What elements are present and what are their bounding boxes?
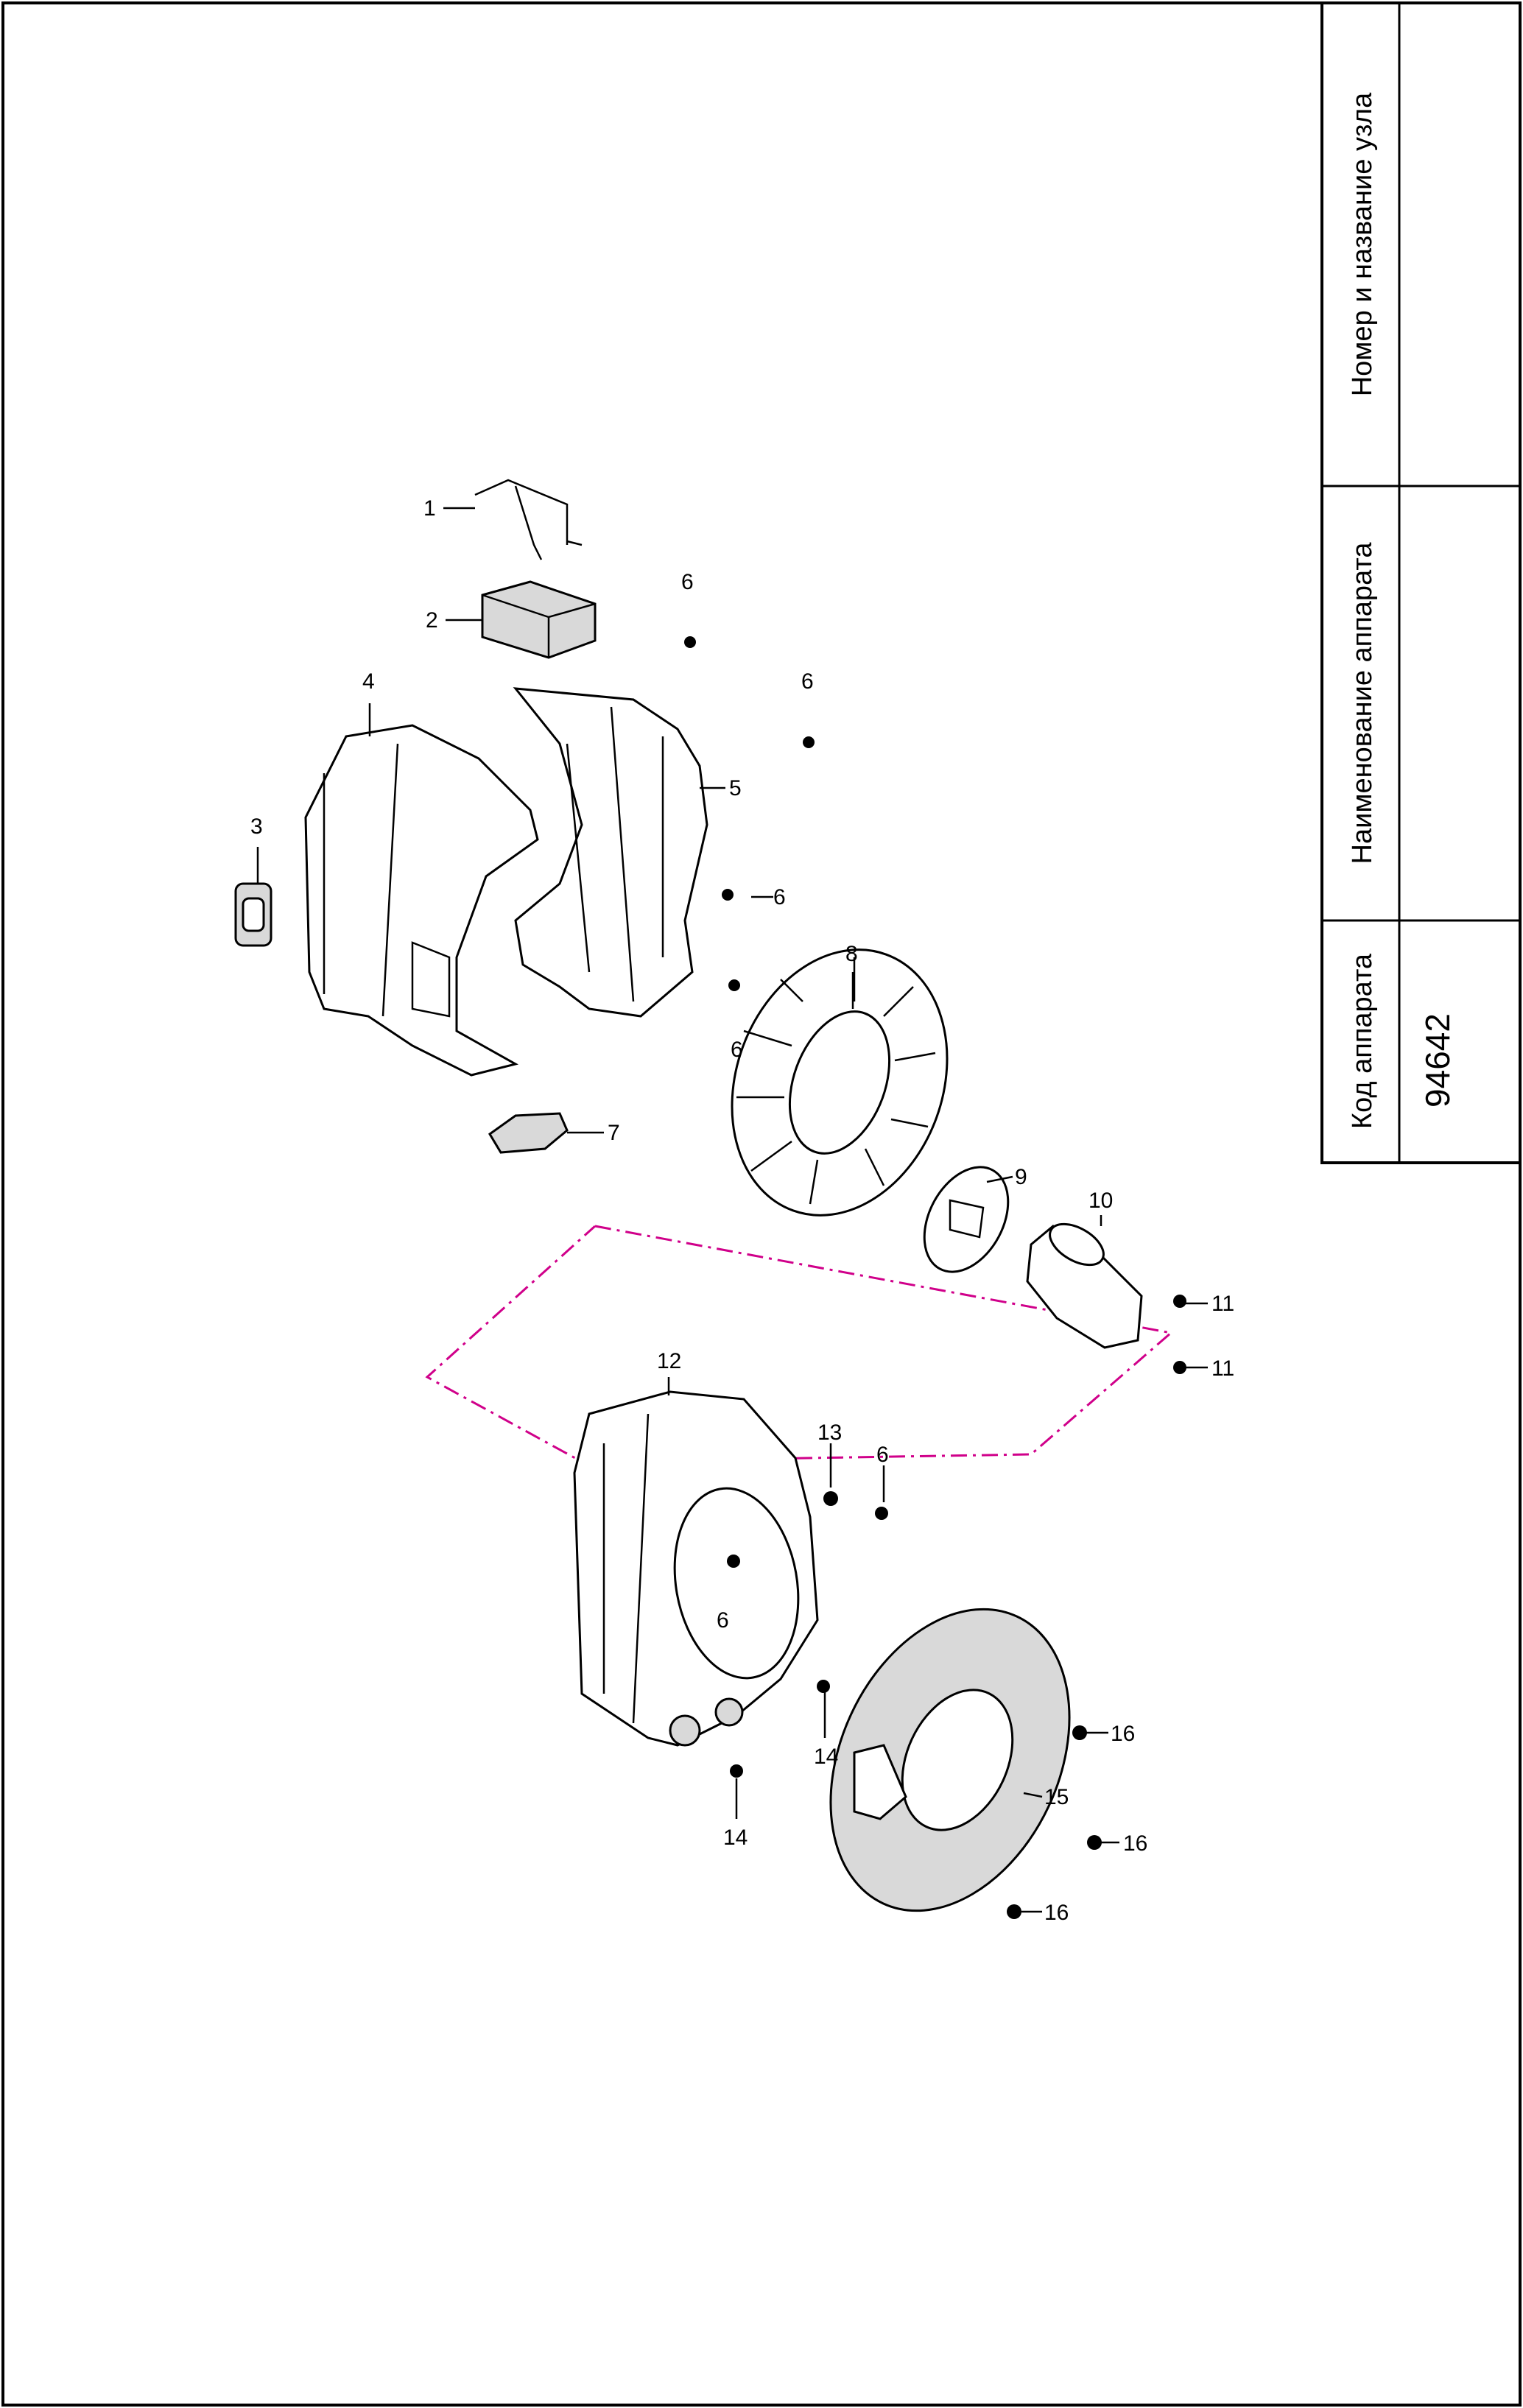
callout-13: 13 [817,1420,842,1445]
part-15-recoil-starter [829,1608,1071,1912]
callout-14: 14 [723,1826,748,1850]
title-block: Номер и название узла Наименование аппар… [1320,1,1522,1164]
part-1-wire-bracket [474,479,583,560]
part-5-inner-shroud [513,687,708,1018]
callout-10: 10 [1088,1189,1113,1213]
device-code-label: Код аппарата [1347,953,1378,1129]
callout-3: 3 [250,814,263,839]
callout-6: 6 [731,1038,743,1062]
callout-15: 15 [1044,1785,1069,1809]
part-3-grommet [234,882,272,947]
title-block-frame [1320,1,1522,1164]
leader-lines [256,507,1208,1913]
callout-11: 11 [1211,1292,1234,1316]
part-8-flywheel-fan [731,948,949,1217]
callout-8: 8 [845,942,858,966]
callout-6: 6 [717,1608,729,1633]
callout-6: 6 [801,669,814,694]
callout-16: 16 [1123,1831,1147,1856]
part-2-block [481,580,597,659]
callout-9: 9 [1015,1165,1027,1189]
callout-16: 16 [1111,1722,1135,1746]
callout-11: 11 [1211,1356,1234,1381]
callout-6: 6 [773,885,786,909]
callout-2: 2 [426,608,438,633]
device-name-label: Наименование аппарата [1347,542,1378,865]
callout-6: 6 [681,570,694,594]
part-12-recoil-housing [573,1390,819,1747]
callout-4: 4 [362,669,375,694]
node-label: Номер и название узла [1347,92,1378,396]
callout-12: 12 [657,1349,681,1373]
callout-16: 16 [1044,1901,1069,1925]
callout-5: 5 [729,776,742,800]
callout-6: 6 [876,1443,889,1467]
callout-14: 14 [814,1745,838,1769]
device-code-value: 94642 [1418,1013,1457,1108]
part-4-shroud [304,724,539,1077]
exploded-view: 1 2 3 4 5 6 6 6 6 7 8 9 10 11 11 12 13 6… [234,479,1234,1925]
part-7-cover-plate [488,1112,569,1154]
part-9-disc [923,1166,1010,1273]
callout-7: 7 [608,1121,620,1145]
fasteners [684,636,1186,1919]
callout-1: 1 [423,496,436,521]
part-10-cup [1026,1222,1143,1349]
